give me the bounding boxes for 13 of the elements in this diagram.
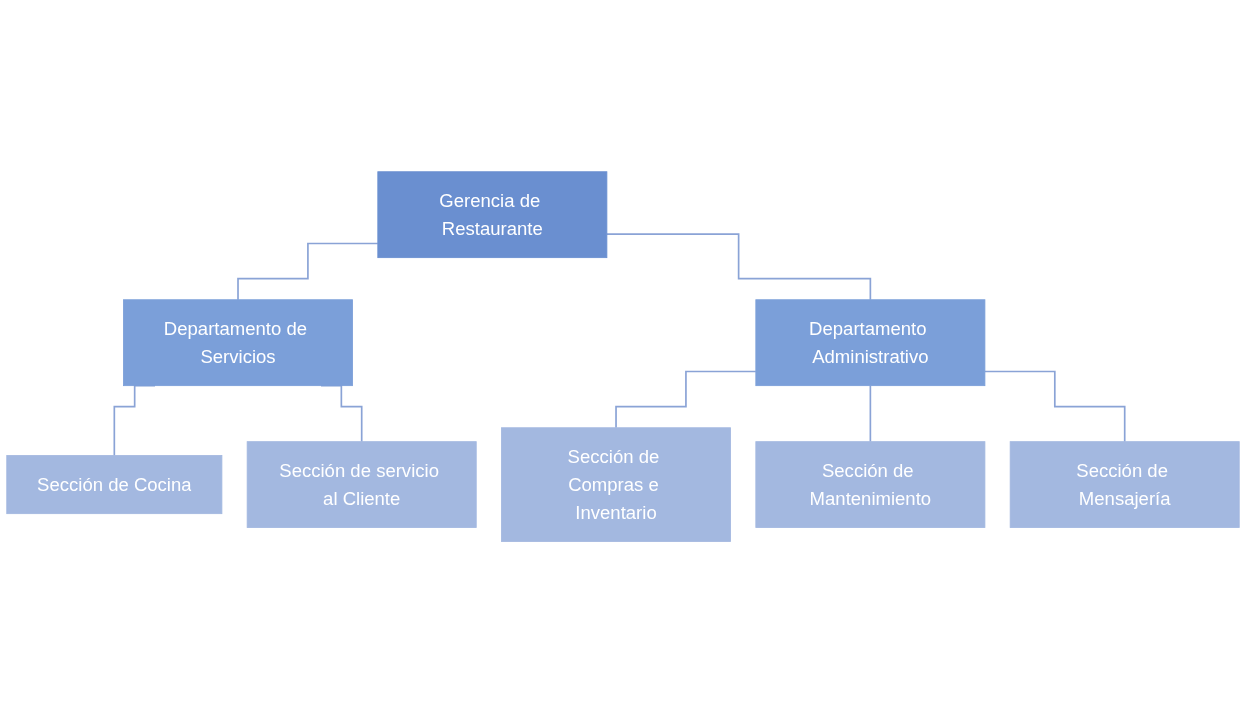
node-box: Sección de Cocina [6,455,223,514]
node-box: Departamento de Servicios [123,299,353,386]
connector [615,370,757,429]
node-box: Sección de Mensajería [1009,441,1240,528]
node-box: Sección de Compras e Inventario [501,427,731,542]
connector [984,370,1126,443]
connector [606,233,872,301]
connector [869,384,872,443]
node-box: Departamento Administrativo [755,299,986,386]
node-box: Gerencia de Restaurante [377,171,608,258]
node-box: Sección de servicio al Cliente [246,441,477,528]
node-box: Sección de Mantenimiento [755,441,986,528]
connector [237,242,379,301]
